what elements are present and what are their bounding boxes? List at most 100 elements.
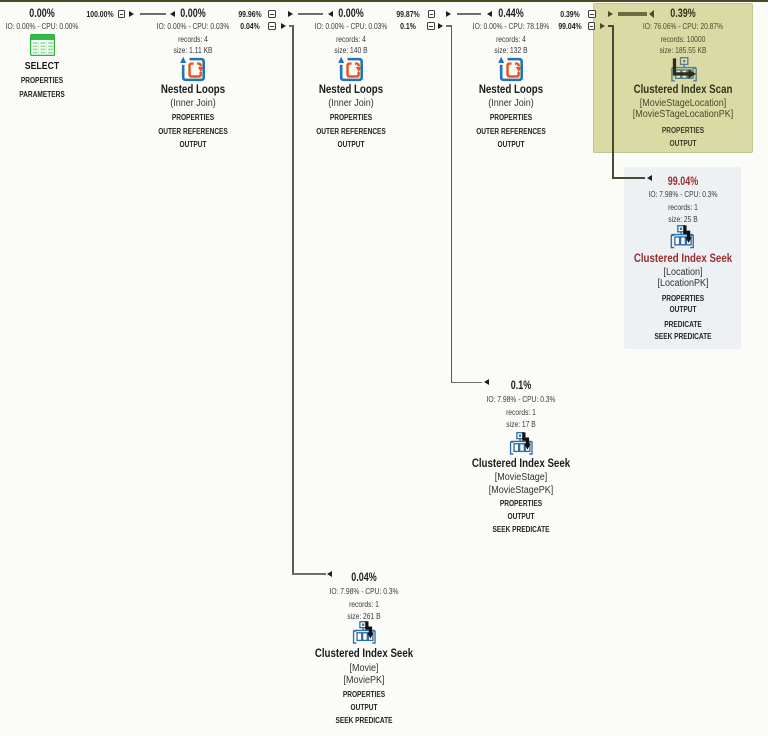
expand-arrow-icon[interactable] bbox=[128, 10, 134, 17]
node-subtitle: [MovieStage] bbox=[494, 472, 548, 483]
expand-arrow-icon[interactable] bbox=[607, 10, 613, 17]
clustered-index-scan-icon bbox=[671, 56, 697, 82]
node-subtitle2: [MovieSTageLocationPK] bbox=[632, 109, 734, 120]
node-section-outer-references[interactable]: OUTER REFERENCES bbox=[157, 126, 228, 136]
node-size: size: 17 B bbox=[506, 418, 536, 429]
node-section-properties[interactable]: PROPERTIES bbox=[499, 499, 543, 509]
node-records: records: 1 bbox=[667, 202, 698, 212]
expand-arrow-icon[interactable] bbox=[446, 10, 451, 17]
node-records: records: 10000 bbox=[660, 34, 706, 44]
node-title: Clustered Index Scan bbox=[633, 84, 733, 96]
node-subtitle: [Movie] bbox=[349, 662, 379, 674]
expand-arrow-icon[interactable] bbox=[280, 22, 286, 29]
edge-arrowhead-icon bbox=[170, 10, 175, 17]
node-records: records: 4 bbox=[495, 34, 526, 44]
node-section-properties[interactable]: PROPERTIES bbox=[20, 76, 64, 86]
collapse-toggle-icon[interactable] bbox=[268, 10, 276, 18]
edge-elbow bbox=[446, 25, 452, 27]
node-size: size: 1.11 KB bbox=[173, 45, 213, 55]
edge-line bbox=[139, 13, 166, 15]
node-section-parameters[interactable]: PARAMETERS bbox=[19, 89, 65, 99]
edge-arrowhead-icon bbox=[487, 10, 492, 17]
node-io-cpu: IO: 0.00% - CPU: 78.18% bbox=[472, 20, 549, 31]
clustered-index-seek-icon bbox=[509, 431, 533, 455]
edge-arrowhead-icon bbox=[646, 174, 652, 181]
node-section-output[interactable]: OUTPUT bbox=[179, 140, 207, 150]
clustered-index-seek-icon bbox=[670, 224, 694, 248]
collapse-toggle-icon[interactable] bbox=[427, 10, 436, 18]
node-subtitle: [MovieStageLocation] bbox=[639, 98, 727, 109]
node-section-output[interactable]: OUTPUT bbox=[497, 140, 524, 150]
node-title: Nested Loops bbox=[318, 83, 384, 96]
edge-label-nl2-seek-moviestage: 0.1% bbox=[399, 20, 416, 31]
node-subtitle: (Inner Join) bbox=[328, 98, 374, 109]
seek-location-highlight bbox=[624, 167, 741, 349]
node-section-outer-references[interactable]: OUTER REFERENCES bbox=[475, 126, 546, 136]
collapse-toggle-icon[interactable] bbox=[268, 22, 276, 30]
node-size: size: 25 B bbox=[667, 214, 698, 224]
node-section-output[interactable]: OUTPUT bbox=[669, 305, 696, 315]
edge-label-nl1-nl2: 99.96% bbox=[238, 8, 262, 19]
node-subtitle: (Inner Join) bbox=[169, 98, 216, 109]
node-section-output[interactable]: OUTPUT bbox=[669, 139, 697, 149]
node-io-cpu: IO: 7.98% - CPU: 0.3% bbox=[486, 394, 556, 405]
node-section-properties[interactable]: PROPERTIES bbox=[661, 293, 704, 303]
node-subtitle2: [MoviePK] bbox=[343, 675, 385, 687]
node-cost-header: 0.04% bbox=[351, 572, 377, 585]
node-section-properties[interactable]: PROPERTIES bbox=[342, 689, 386, 699]
node-size: size: 185.55 KB bbox=[659, 45, 707, 55]
node-section-properties[interactable]: PROPERTIES bbox=[329, 113, 373, 123]
edge-elbow bbox=[292, 573, 326, 575]
collapse-toggle-icon[interactable] bbox=[587, 22, 596, 30]
clustered-index-seek-icon bbox=[352, 621, 376, 644]
node-section-properties[interactable]: PROPERTIES bbox=[661, 125, 705, 135]
node-section-properties[interactable]: PROPERTIES bbox=[489, 113, 532, 123]
edge-label-nl2-nl3: 99.87% bbox=[396, 8, 420, 19]
node-io-cpu: IO: 76.06% - CPU: 20.87% bbox=[642, 20, 724, 31]
edge-label-select-nl1: 100.00% bbox=[86, 8, 114, 19]
edge-label-nl3-seek-location: 99.04% bbox=[558, 20, 582, 31]
edge-line bbox=[298, 13, 323, 15]
expand-arrow-icon[interactable] bbox=[288, 10, 293, 17]
node-cost-header: 99.04% bbox=[667, 175, 698, 188]
node-section-output[interactable]: OUTPUT bbox=[507, 512, 535, 521]
node-cost-header: 0.00% bbox=[179, 8, 206, 20]
edge-label-nl3-scan: 0.39% bbox=[560, 8, 580, 19]
collapse-toggle-icon[interactable] bbox=[588, 10, 596, 18]
node-section-output[interactable]: OUTPUT bbox=[337, 140, 365, 150]
node-cost-header: 0.00% bbox=[29, 8, 55, 20]
node-section-predicate[interactable]: PREDICATE bbox=[663, 319, 702, 329]
node-section-seek-predicate[interactable]: SEEK PREDICATE bbox=[335, 715, 393, 725]
node-cost-header: 0.39% bbox=[670, 8, 696, 20]
node-size: size: 261 B bbox=[347, 611, 381, 622]
node-section-outer-references[interactable]: OUTER REFERENCES bbox=[316, 126, 386, 136]
collapse-toggle-icon[interactable] bbox=[117, 10, 125, 18]
node-title: Nested Loops bbox=[478, 83, 543, 96]
edge-elbow bbox=[288, 25, 294, 27]
nested-loops-icon bbox=[497, 56, 523, 82]
node-section-seek-predicate[interactable]: SEEK PREDICATE bbox=[653, 331, 712, 341]
node-subtitle: [Location] bbox=[662, 266, 703, 278]
collapse-toggle-icon[interactable] bbox=[427, 22, 435, 30]
edge-elbow bbox=[612, 177, 645, 180]
node-title: SELECT bbox=[24, 60, 60, 72]
edge-elbow bbox=[608, 25, 614, 28]
node-io-cpu: IO: 7.98% - CPU: 0.3% bbox=[647, 188, 718, 199]
node-title: Nested Loops bbox=[160, 83, 225, 96]
edge-line bbox=[457, 13, 481, 15]
node-cost-header: 0.44% bbox=[497, 8, 524, 20]
node-section-seek-predicate[interactable]: SEEK PREDICATE bbox=[492, 525, 550, 535]
node-io-cpu: IO: 0.00% - CPU: 0.00% bbox=[5, 20, 79, 31]
nested-loops-icon bbox=[179, 56, 205, 82]
node-section-properties[interactable]: PROPERTIES bbox=[171, 113, 214, 123]
expand-arrow-icon[interactable] bbox=[437, 22, 443, 29]
node-title: Clustered Index Seek bbox=[314, 648, 414, 661]
edge-arrowhead-icon bbox=[328, 10, 333, 17]
node-io-cpu: IO: 7.98% - CPU: 0.3% bbox=[329, 586, 399, 597]
expand-arrow-icon[interactable] bbox=[600, 22, 606, 29]
node-title: Clustered Index Seek bbox=[471, 457, 571, 470]
node-cost-header: 0.00% bbox=[338, 8, 364, 20]
node-section-output[interactable]: OUTPUT bbox=[350, 702, 378, 712]
edge-arrowhead-icon bbox=[484, 379, 489, 386]
